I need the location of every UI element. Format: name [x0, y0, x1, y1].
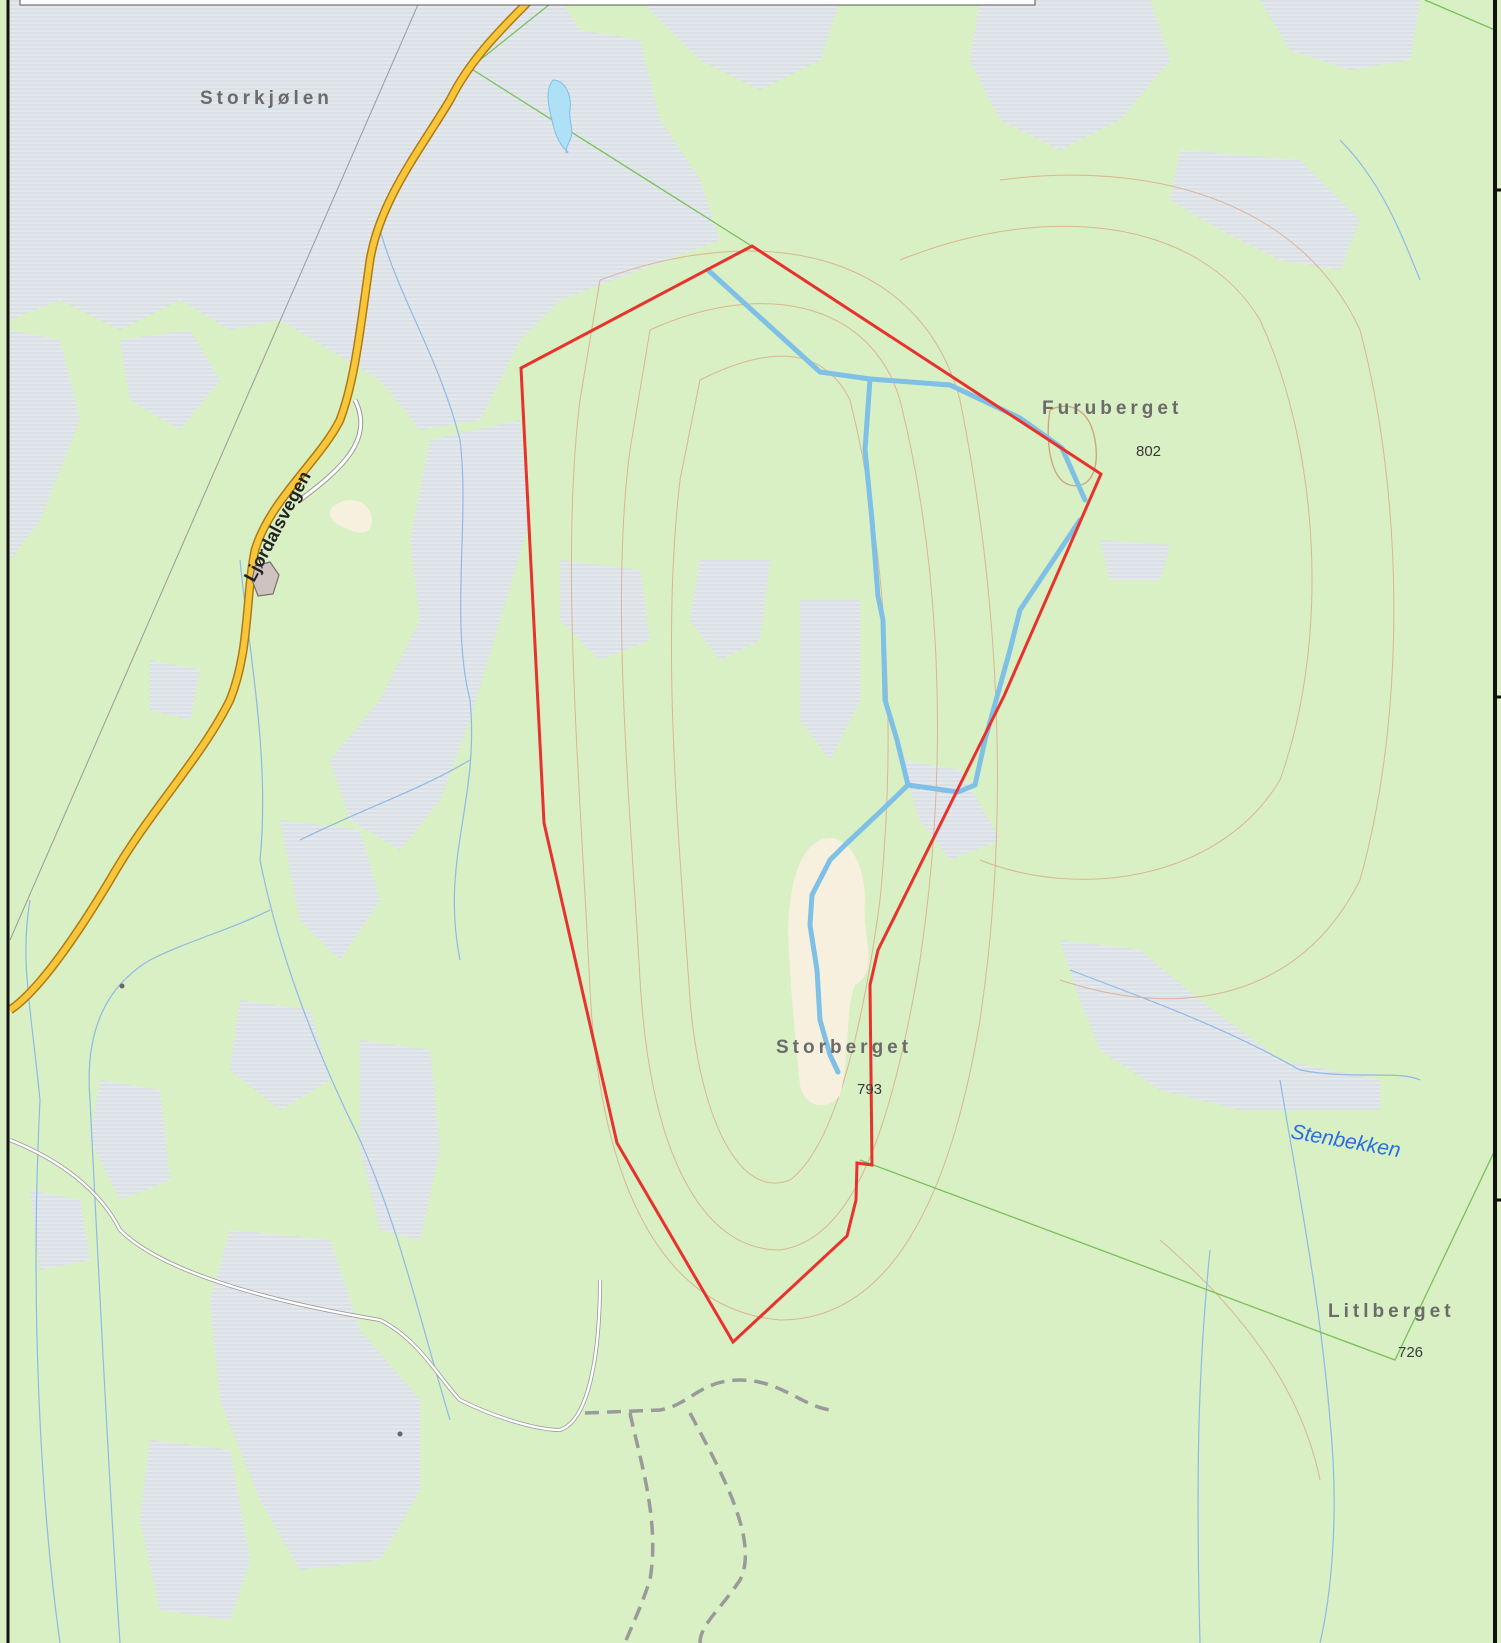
place-label-furuberget: Furuberget: [1042, 398, 1182, 419]
dashed-tracks: [584, 1378, 831, 1643]
admin-boundary: [469, 0, 1496, 1361]
elevation-label-storberget: 793: [857, 1081, 882, 1098]
legend-box-fragment: [19, 0, 1036, 6]
place-label-storkjolen: Storkjølen: [200, 88, 333, 109]
elevation-label-litlberget: 726: [1398, 1344, 1423, 1361]
thin-streams: [25, 139, 1421, 1643]
main-road-fill: [8, 0, 533, 1013]
map-frame: [6, 0, 1501, 1643]
project-boundary: [519, 244, 1103, 1345]
open-area-storberget: [788, 838, 869, 1106]
place-label-litlberget: Litlberget: [1328, 1301, 1455, 1322]
building-icon: [251, 561, 280, 597]
point-marker: [397, 1431, 403, 1437]
open-area-small: [329, 500, 372, 533]
elevation-label-furuberget: 802: [1136, 443, 1161, 460]
power-line: [9, 0, 421, 941]
place-label-storberget: Storberget: [776, 1037, 912, 1058]
side-roads: [9, 398, 602, 1433]
small-lake: [547, 79, 573, 154]
point-marker: [119, 983, 125, 989]
marsh-areas: [10, 0, 1420, 1620]
